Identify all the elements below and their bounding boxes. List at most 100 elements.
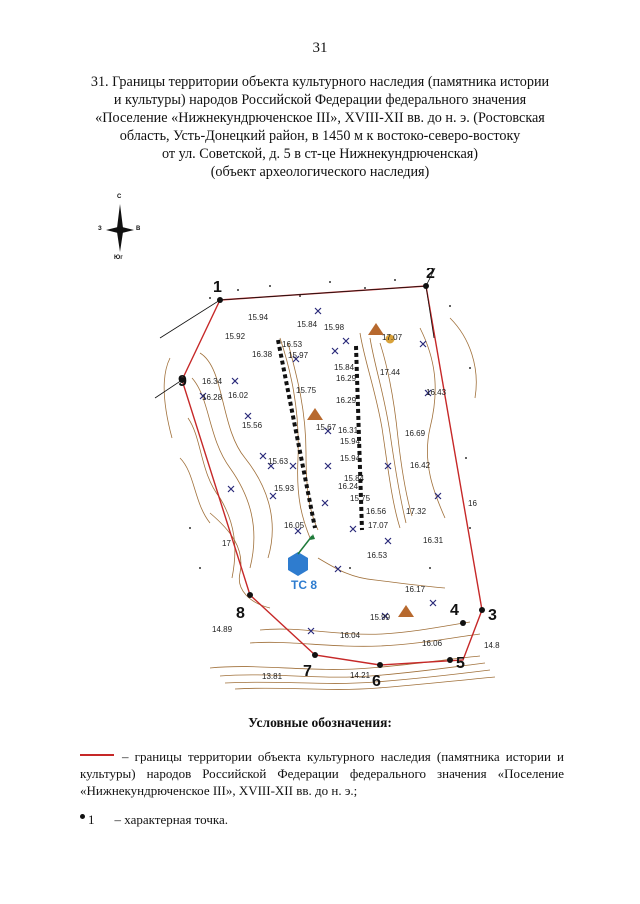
elevation-label: 16.02 (228, 391, 249, 400)
point-marker (247, 592, 253, 598)
road-lines (154, 267, 436, 399)
elevation-label: 14.89 (212, 625, 233, 634)
elevation-label: 15.75 (350, 494, 371, 503)
elevation-label: 16.05 (284, 521, 305, 530)
elevation-label: 16.38 (252, 350, 273, 359)
elevation-label: 16.17 (405, 585, 426, 594)
boundary-line (181, 285, 483, 666)
survey-station-marker: ТС 8 (288, 534, 317, 592)
point-label-2: 2 (426, 268, 435, 282)
elevation-label: 16.24 (338, 482, 359, 491)
characteristic-points: 1 2 3 4 5 6 7 8 9 (178, 265, 497, 690)
survey-dots (189, 279, 471, 569)
point-label-1: 1 (213, 279, 222, 296)
elevation-label: 16 (468, 499, 477, 508)
elevation-label: 15.93 (274, 484, 295, 493)
compass-icon (106, 204, 134, 252)
elevation-label: 16.31 (423, 536, 444, 545)
legend-point-number: 1 (88, 812, 95, 827)
elevation-label: 16.04 (340, 631, 361, 640)
elevation-label: 17 (222, 539, 231, 548)
point-label-8: 8 (236, 605, 245, 622)
elevation-label: 14.21 (350, 671, 371, 680)
elevation-label: 13.81 (262, 672, 283, 681)
survey-station-label: ТС 8 (291, 578, 317, 592)
legend-boundary-row: – границы территории объекта культурного… (80, 748, 564, 799)
elevation-label: 15.67 (316, 423, 337, 432)
point-label-9: 9 (178, 373, 187, 390)
legend-point-row: 1 – характерная точка. (80, 812, 228, 828)
contour-lines (163, 317, 496, 690)
point-marker (217, 297, 223, 303)
elevation-label: 16.56 (366, 507, 387, 516)
ridge-lines (276, 339, 364, 531)
point-label-3: 3 (488, 607, 497, 624)
legend-boundary-text: – границы территории объекта культурного… (80, 749, 564, 798)
elevation-label: 15.99 (370, 613, 391, 622)
x-markers (199, 307, 442, 635)
elevation-label: 16.34 (202, 377, 223, 386)
elevation-label: 15.94 (340, 454, 361, 463)
elevation-label: 16.29 (336, 374, 357, 383)
circle-marker-icon (385, 334, 395, 344)
document-title: 31. Границы территории объекта культурно… (60, 73, 580, 181)
title-line: область, Усть-Донецкий район, в 1450 м к… (119, 128, 521, 144)
point-marker (377, 662, 383, 668)
point-label-5: 5 (456, 655, 465, 672)
elevation-labels: 15.94 15.84 15.92 16.53 15.97 15.98 15.8… (202, 313, 500, 681)
elevation-label: 16.31 (338, 426, 359, 435)
elevation-label: 17.32 (406, 507, 427, 516)
triangle-marker-icon (307, 408, 323, 420)
elevation-label: 15.75 (296, 386, 317, 395)
elevation-label: 15.84 (344, 474, 365, 483)
point-marker (179, 377, 185, 383)
triangle-marker-icon (368, 323, 384, 335)
elevation-label: 16.42 (410, 461, 431, 470)
compass-east-label: В (136, 226, 141, 232)
legend-title: Условные обозначения: (248, 715, 392, 730)
elevation-label: 16.53 (282, 340, 303, 349)
elevation-label: 16.06 (422, 639, 443, 648)
elevation-label: 15.94 (248, 313, 269, 322)
elevation-label: 16.43 (426, 388, 447, 397)
legend-point-text: – характерная точка. (114, 812, 229, 827)
point-label-6: 6 (372, 673, 381, 690)
point-marker (447, 657, 453, 663)
title-line: «Поселение «Нижнекундрюченское III», XVI… (95, 110, 545, 126)
elevation-label: 16.28 (202, 393, 223, 402)
elevation-label: 17.07 (368, 521, 389, 530)
title-line: 31. Границы территории объекта культурно… (90, 74, 550, 90)
compass-north-label: С (117, 194, 122, 200)
elevation-label: 15.98 (324, 323, 345, 332)
title-line: и культуры) народов Российской Федерации… (113, 92, 527, 108)
title-line: (объект археологического наследия) (210, 164, 430, 180)
point-dot-icon (80, 814, 85, 819)
elevation-label: 16.53 (367, 551, 388, 560)
elevation-label: 14.8 (484, 641, 500, 650)
site-map: ТС 8 15.94 15.84 15.92 16.53 15.97 15.98… (150, 265, 520, 696)
elevation-label: 15.92 (225, 332, 246, 341)
boundary-line-swatch (80, 754, 114, 757)
point-marker (423, 283, 429, 289)
elevation-label: 17.44 (380, 368, 401, 377)
triangle-marker-icon (398, 605, 414, 617)
compass-south-label: Юг (114, 255, 123, 261)
point-label-7: 7 (303, 663, 312, 680)
elevation-label: 15.56 (242, 421, 263, 430)
elevation-label: 17.07 (382, 333, 403, 342)
point-marker (479, 607, 485, 613)
compass-west-label: З (98, 226, 102, 232)
elevation-label: 15.84 (297, 320, 318, 329)
elevation-label: 16.29 (336, 396, 357, 405)
map-canvas: ТС 8 15.94 15.84 15.92 16.53 15.97 15.98… (154, 265, 500, 690)
elevation-label: 15.84 (334, 363, 355, 372)
elevation-label: 15.97 (288, 351, 309, 360)
compass-rose: С З В Юг (98, 194, 142, 266)
title-line: от ул. Советской, д. 5 в ст-це Нижнекунд… (161, 146, 479, 162)
point-marker (312, 652, 318, 658)
point-marker (460, 620, 466, 626)
station-icon (288, 552, 308, 576)
elevation-label: 15.63 (268, 457, 289, 466)
elevation-label: 16.69 (405, 429, 426, 438)
elevation-label: 15.94 (340, 437, 361, 446)
